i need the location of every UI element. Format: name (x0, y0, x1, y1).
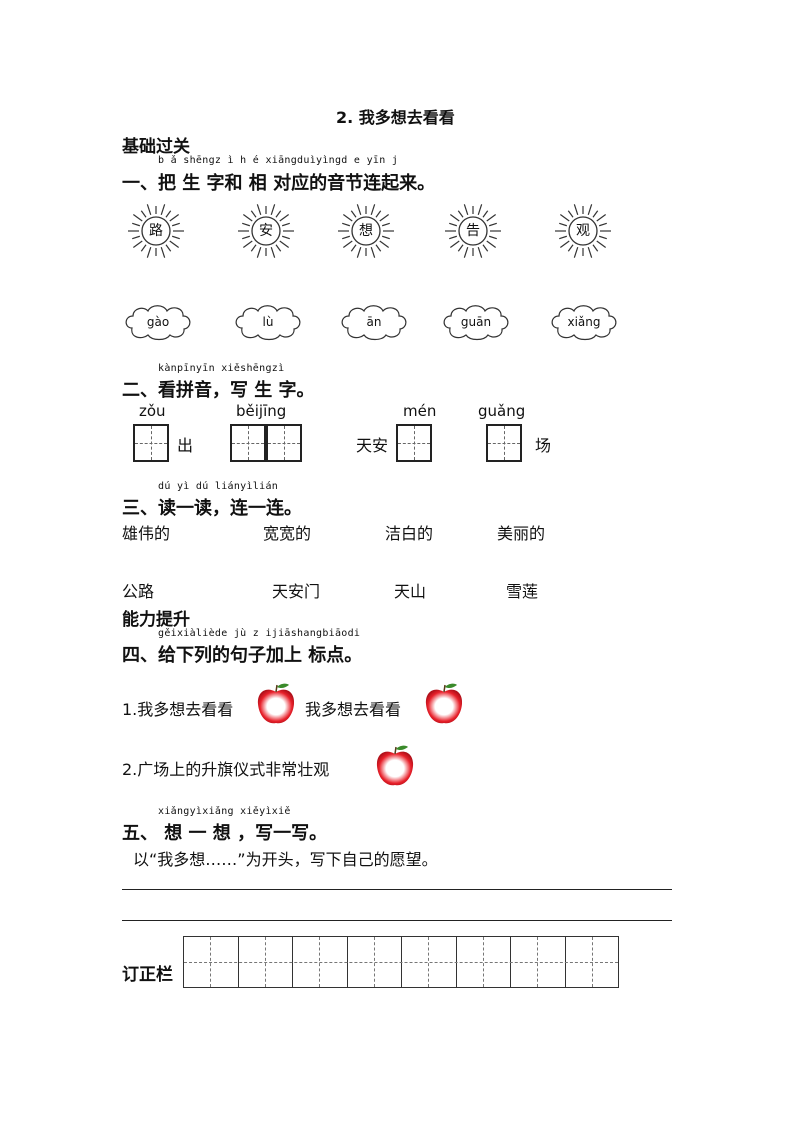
sun-icon[interactable]: 路 (126, 201, 186, 261)
sun-icon[interactable]: 想 (336, 201, 396, 261)
q2-item-4-pinyin: guǎng (478, 402, 526, 420)
q2-item-3-pinyin: mén (403, 402, 437, 420)
q3-pinyin: dú yì dú liányìlián (158, 481, 279, 492)
sun-icon[interactable]: 观 (553, 201, 613, 261)
writing-box[interactable] (266, 424, 302, 462)
q3-top-2: 宽宽的 (263, 524, 312, 543)
sun-char: 路 (149, 223, 163, 239)
cloud-syllable: gào (146, 315, 170, 329)
cloud-syllable: ān (366, 315, 382, 329)
q3-top-1: 雄伟的 (122, 524, 171, 543)
correction-label: 订正栏 (122, 965, 173, 985)
q2-item-1-pinyin: zǒu (139, 402, 166, 420)
writing-box[interactable] (396, 424, 432, 462)
section-ability: 能力提升 (122, 610, 190, 630)
q5-heading: 五、 想 一 想 ，写一写。 (122, 823, 328, 844)
q4-heading: 四、给下列的句子加上 标点。 (122, 645, 363, 666)
cloud-icon[interactable]: ān (338, 302, 410, 342)
q4-sentence-1b: 我多想去看看 (305, 700, 402, 719)
apple-icon[interactable] (256, 682, 296, 726)
q1-pinyin: b ǎ shēngz ì h é xiāngduìyìngd e yīn j (158, 155, 399, 166)
writing-box[interactable] (133, 424, 169, 462)
section-basic: 基础过关 (122, 137, 190, 157)
answer-line[interactable] (122, 889, 672, 890)
q3-heading: 三、读一读，连一连。 (122, 498, 302, 519)
sun-char: 观 (576, 223, 590, 239)
grid-guide (184, 962, 618, 963)
answer-line[interactable] (122, 920, 672, 921)
page-title: 2. 我多想去看看 (336, 108, 455, 127)
q4-pinyin: gěixiàliède jù z ijiāshangbiāodi (158, 628, 361, 639)
sun-char: 安 (259, 223, 273, 239)
q2-item-1-after: 出 (177, 436, 194, 455)
q3-top-4: 美丽的 (497, 524, 546, 543)
q5-prompt: 以“我多想……”为开头，写下自己的愿望。 (133, 850, 438, 869)
sun-char: 告 (466, 223, 480, 239)
writing-box[interactable] (486, 424, 522, 462)
q2-item-4-after: 场 (535, 436, 552, 455)
q3-bottom-1: 公路 (122, 582, 155, 601)
q4-sentence-1a: 1.我多想去看看 (122, 700, 234, 719)
q3-top-3: 洁白的 (385, 524, 434, 543)
q2-pinyin: kànpīnyīn xiěshēngzì (158, 363, 285, 374)
q3-bottom-3: 天山 (394, 582, 427, 601)
sun-char: 想 (359, 223, 373, 239)
q5-pinyin: xiǎngyìxiǎng xiěyìxiě (158, 806, 291, 817)
q3-bottom-4: 雪莲 (506, 582, 539, 601)
q2-heading: 二、看拼音，写 生 字。 (122, 380, 315, 401)
q4-sentence-2: 2.广场上的升旗仪式非常壮观 (122, 760, 330, 779)
q3-bottom-2: 天安门 (272, 582, 321, 601)
q1-heading: 一、把 生 字和 相 对应的音节连起来。 (122, 173, 436, 194)
apple-icon[interactable] (375, 744, 415, 788)
cloud-icon[interactable]: gào (122, 302, 194, 342)
q2-item-3-before: 天安 (356, 436, 389, 455)
sun-icon[interactable]: 安 (236, 201, 296, 261)
cloud-syllable: xiǎng (567, 315, 601, 329)
sun-icon[interactable]: 告 (443, 201, 503, 261)
correction-grid[interactable] (183, 936, 619, 988)
apple-icon[interactable] (424, 682, 464, 726)
cloud-icon[interactable]: lù (232, 302, 304, 342)
writing-box[interactable] (230, 424, 266, 462)
cloud-syllable: lù (262, 315, 274, 329)
q2-item-2-pinyin: běijīng (236, 402, 287, 420)
cloud-icon[interactable]: xiǎng (548, 302, 620, 342)
cloud-syllable: guān (460, 315, 492, 329)
cloud-icon[interactable]: guān (440, 302, 512, 342)
